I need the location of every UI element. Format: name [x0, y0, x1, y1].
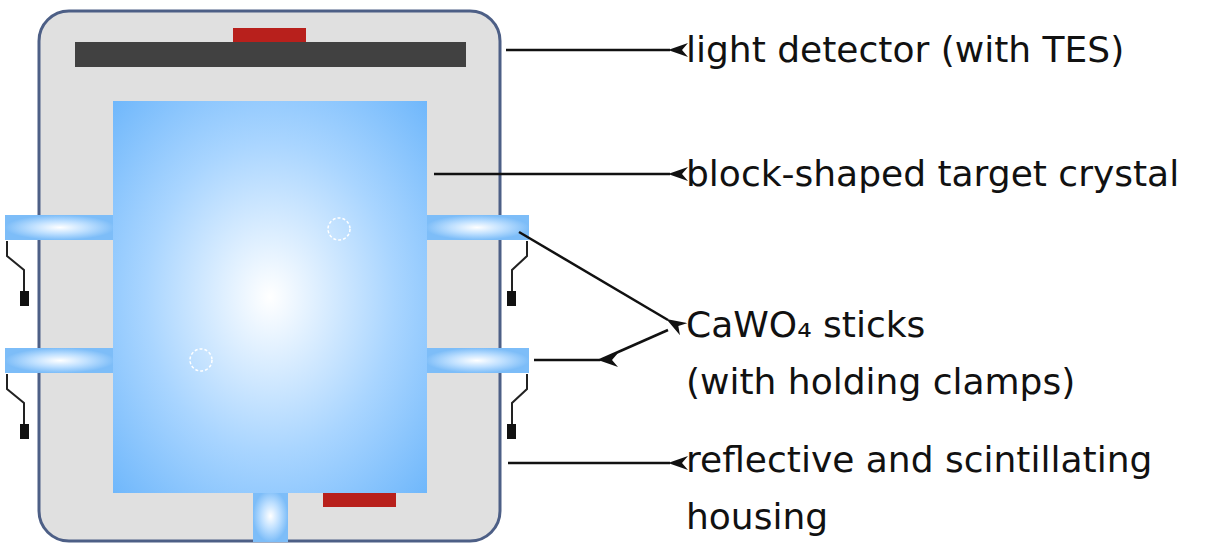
housing — [39, 11, 500, 541]
callout-label: light detector (with TES) — [686, 21, 1226, 78]
holding-clamps — [7, 241, 527, 433]
stick — [5, 215, 115, 240]
tes-sensor — [323, 493, 396, 507]
stick — [253, 490, 288, 542]
stick — [425, 348, 529, 373]
stick-contact — [190, 349, 212, 371]
callout-label: block-shaped target crystal — [686, 145, 1226, 202]
stick — [5, 348, 115, 373]
light-detector — [75, 42, 466, 67]
callout-label: reflective and scintillating housing — [686, 431, 1156, 545]
leader-arrows — [434, 50, 670, 463]
stick — [425, 215, 529, 240]
target-crystal — [113, 101, 427, 493]
stick-contact — [328, 218, 350, 240]
tes-sensor — [233, 28, 306, 43]
clamp-screws — [20, 291, 516, 439]
callout-label: CaWO₄ sticks (with holding clamps) — [686, 296, 1226, 410]
